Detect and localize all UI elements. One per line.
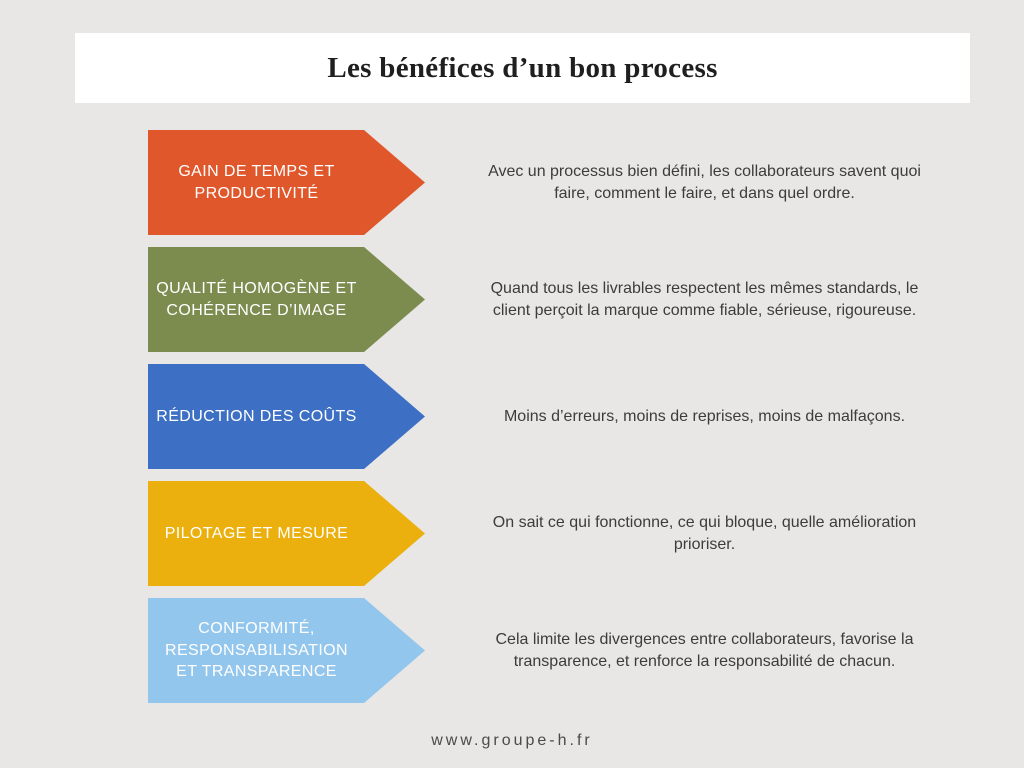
title-bar: Les bénéfices d’un bon process <box>75 33 970 103</box>
benefit-rows: GAIN DE TEMPS ET PRODUCTIVITÉ Avec un pr… <box>0 130 1024 703</box>
benefit-arrow-shape: RÉDUCTION DES COÛTS <box>148 364 425 469</box>
benefit-label: CONFORMITÉ, RESPONSABILISATION ET TRANSP… <box>165 620 348 681</box>
benefit-row: RÉDUCTION DES COÛTS Moins d’erreurs, moi… <box>0 364 1024 469</box>
benefit-label: GAIN DE TEMPS ET PRODUCTIVITÉ <box>178 162 335 202</box>
benefit-label: QUALITÉ HOMOGÈNE ET COHÉRENCE D’IMAGE <box>156 279 357 319</box>
benefit-description: Cela limite les divergences entre collab… <box>495 631 914 670</box>
benefit-arrow-shape: QUALITÉ HOMOGÈNE ET COHÉRENCE D’IMAGE <box>148 247 425 352</box>
benefit-description: On sait ce qui fonctionne, ce qui bloque… <box>492 514 917 553</box>
benefit-description: Moins d’erreurs, moins de reprises, moin… <box>503 407 906 425</box>
page-title: Les bénéfices d’un bon process <box>327 51 718 84</box>
benefit-arrow-shape: GAIN DE TEMPS ET PRODUCTIVITÉ <box>148 130 425 235</box>
benefit-row: PILOTAGE ET MESURE On sait ce qui foncti… <box>0 481 1024 586</box>
benefit-description: Quand tous les livrables respectent les … <box>490 280 919 319</box>
benefit-row: QUALITÉ HOMOGÈNE ET COHÉRENCE D’IMAGE Qu… <box>0 247 1024 352</box>
benefit-row: GAIN DE TEMPS ET PRODUCTIVITÉ Avec un pr… <box>0 130 1024 235</box>
benefit-arrow-shape: CONFORMITÉ, RESPONSABILISATION ET TRANSP… <box>148 598 425 703</box>
benefit-description: Avec un processus bien défini, les colla… <box>488 163 921 202</box>
benefit-row: CONFORMITÉ, RESPONSABILISATION ET TRANSP… <box>0 598 1024 703</box>
benefit-label: PILOTAGE ET MESURE <box>164 524 349 542</box>
benefit-arrow-shape: PILOTAGE ET MESURE <box>148 481 425 586</box>
benefit-label: RÉDUCTION DES COÛTS <box>156 407 357 425</box>
website-url: www.groupe-h.fr <box>431 732 593 749</box>
